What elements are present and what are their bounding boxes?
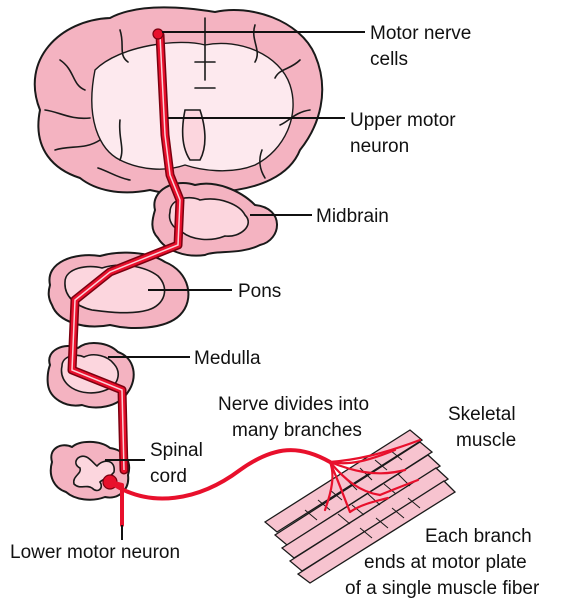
label-motor-nerve-cells-line2: cells: [370, 49, 408, 70]
label-motor-nerve-cells-line1: Motor nerve: [370, 23, 471, 44]
label-each-branch-line1: Each branch: [425, 526, 532, 547]
label-nerve-divides-line2: many branches: [232, 420, 362, 441]
label-upper-motor-neuron-line2: neuron: [350, 136, 409, 157]
label-skeletal-muscle-line1: Skeletal: [448, 404, 516, 425]
label-pons: Pons: [238, 281, 281, 302]
lower-motor-neuron-axon: [110, 450, 330, 498]
label-midbrain: Midbrain: [316, 206, 389, 227]
label-each-branch-line2: ends at motor plate: [364, 552, 527, 573]
label-each-branch-line3: of a single muscle fiber: [345, 578, 540, 599]
label-medulla: Medulla: [194, 348, 261, 369]
label-skeletal-muscle-line2: muscle: [456, 430, 516, 451]
brain: [35, 8, 322, 196]
spinal-cord: [51, 442, 129, 500]
label-upper-motor-neuron-line1: Upper motor: [350, 110, 456, 131]
label-spinal-cord-line2: cord: [150, 466, 187, 487]
motor-nerve-cell-body: [153, 29, 163, 39]
label-nerve-divides-line1: Nerve divides into: [218, 394, 369, 415]
label-spinal-cord-line1: Spinal: [150, 440, 203, 461]
label-lower-motor-neuron: Lower motor neuron: [10, 542, 180, 563]
